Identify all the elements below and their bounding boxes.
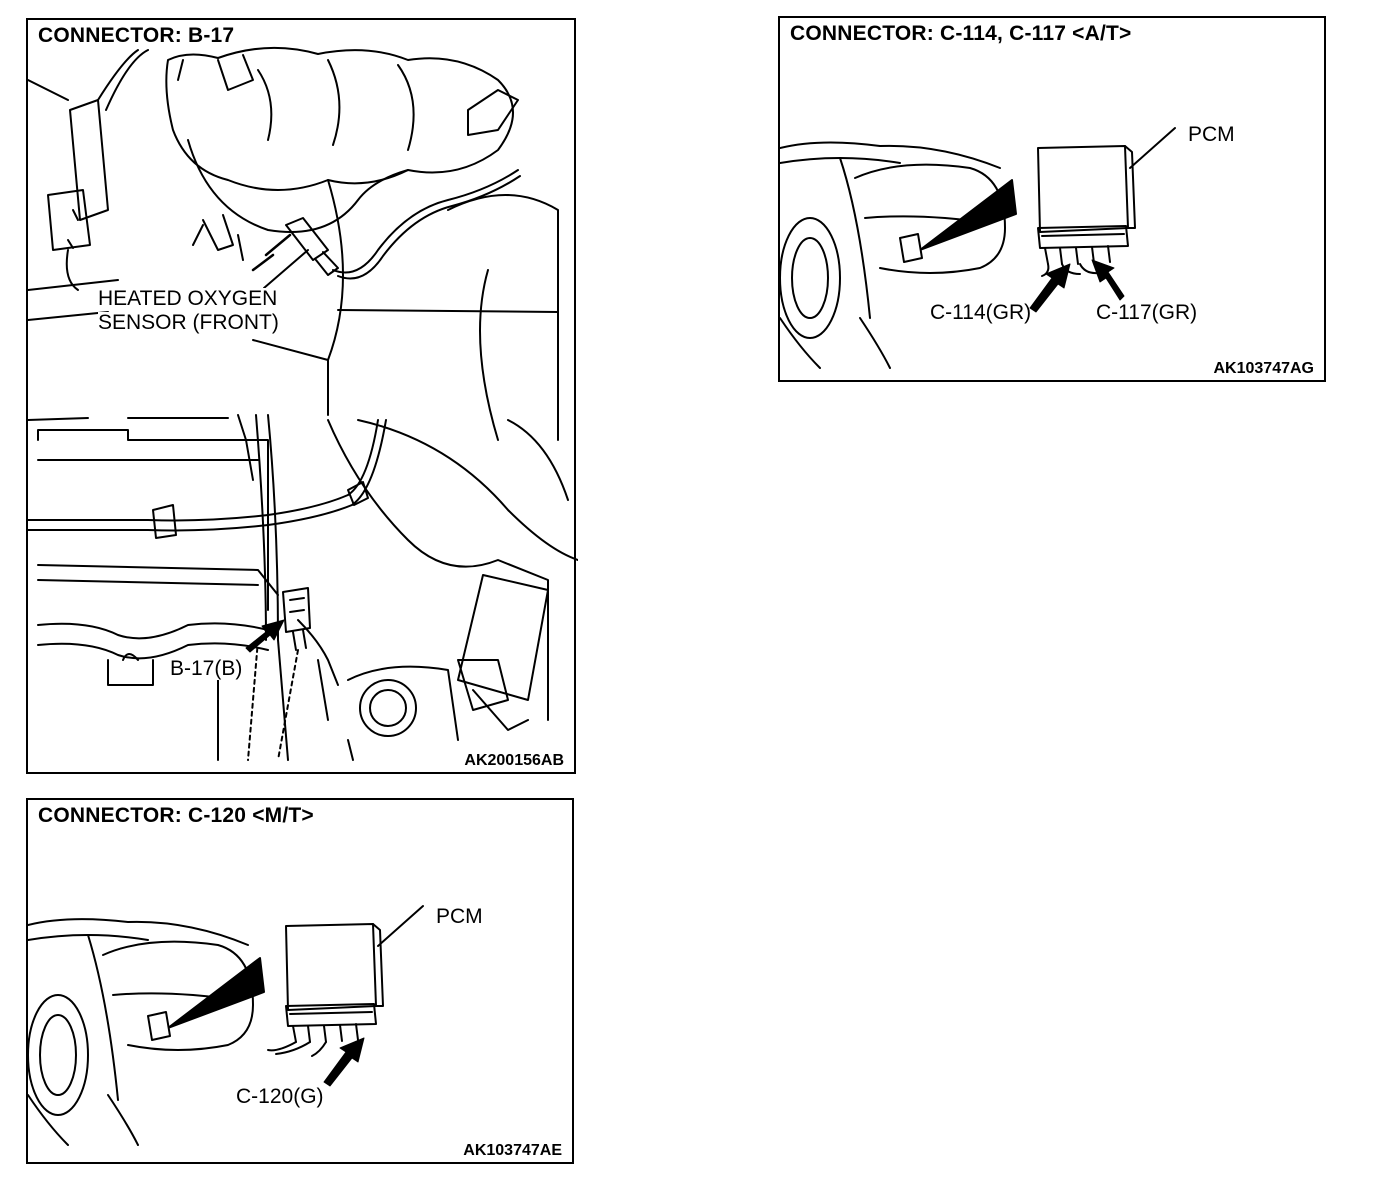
c120-pcm-label: PCM: [436, 905, 483, 928]
engine-bay-drawing: [28, 414, 578, 761]
c114-illustration: [780, 127, 1176, 369]
c117-arrow: [1091, 259, 1125, 301]
harness-tube-drawing: [28, 49, 149, 291]
c117-connector-label: C-117(GR): [1096, 301, 1198, 324]
b17-connector-label: B-17(B): [170, 657, 243, 680]
c120-drawing-code: AK103747AE: [461, 1142, 564, 1160]
dashboard-drawing: [780, 141, 1006, 369]
dashboard-drawing: [28, 918, 254, 1146]
oxygen-sensor-label-line2: SENSOR (FRONT): [98, 311, 279, 334]
pointer-wedge: [919, 179, 1017, 251]
c120-panel-title: CONNECTOR: C-120 <M/T>: [38, 804, 314, 827]
c120-illustration: [28, 905, 424, 1146]
c114-drawing-code: AK103747AG: [1211, 360, 1316, 378]
c114-connector-label: C-114(GR): [930, 301, 1032, 324]
small-connector-box: [147, 1011, 171, 1041]
b17-arrow: [245, 619, 285, 653]
pcm-box-drawing: [1037, 127, 1176, 277]
oxygen-sensor-drawing: [251, 169, 521, 280]
c120-connector-label: C-120(G): [236, 1085, 324, 1108]
c114-arrow: [1029, 263, 1071, 313]
pointer-wedge: [167, 957, 265, 1029]
small-connector-box: [899, 233, 923, 263]
sensor-leader-line: [263, 249, 309, 289]
oxygen-sensor-label-line1: HEATED OXYGEN: [98, 287, 278, 310]
b17-illustration: [28, 46, 578, 761]
exhaust-manifold-drawing: [28, 46, 559, 441]
c114-panel-title: CONNECTOR: C-114, C-117 <A/T>: [790, 22, 1132, 45]
b17-connector-drawing: [282, 587, 311, 651]
b17-panel-title: CONNECTOR: B-17: [38, 24, 235, 47]
panel-connector-c120: CONNECTOR: C-120 <M/T> PCM C-120(G) AK10…: [26, 798, 574, 1164]
b17-drawing-code: AK200156AB: [462, 752, 566, 770]
panel-connector-c114-c117: CONNECTOR: C-114, C-117 <A/T> PCM C-114(…: [778, 16, 1326, 382]
panel-connector-b17: CONNECTOR: B-17 HEATED OXYGEN SENSOR (FR…: [26, 18, 578, 774]
pcm-box-drawing: [267, 905, 424, 1057]
c120-arrow: [323, 1037, 365, 1087]
c114-pcm-label: PCM: [1188, 123, 1235, 146]
